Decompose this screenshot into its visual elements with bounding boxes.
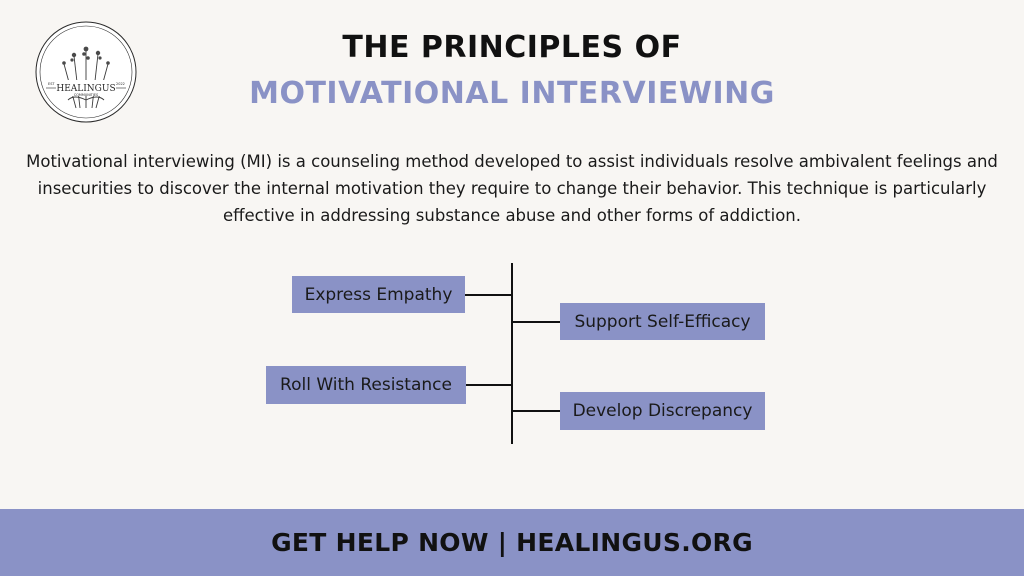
footer-cta-text[interactable]: GET HELP NOW | HEALINGUS.ORG <box>271 528 753 557</box>
footer-banner: GET HELP NOW | HEALINGUS.ORG <box>0 509 1024 576</box>
node-roll-with-resistance: Roll With Resistance <box>266 366 466 404</box>
node-develop-discrepancy: Develop Discrepancy <box>560 392 765 430</box>
logo-left-mark: EST <box>48 82 55 86</box>
node-express-empathy: Express Empathy <box>292 276 465 313</box>
logo-emblem: EST 2022 HEALINGUS COMMUNITIES <box>35 21 137 123</box>
logo-sub-text: COMMUNITIES <box>74 93 98 97</box>
intro-paragraph: Motivational interviewing (MI) is a coun… <box>26 152 998 225</box>
node-support-self-efficacy: Support Self-Efficacy <box>560 303 765 340</box>
page-title-line2: MOTIVATIONAL INTERVIEWING <box>249 76 775 111</box>
page-title-line1: THE PRINCIPLES OF <box>342 30 682 65</box>
logo-right-mark: 2022 <box>116 82 125 86</box>
healingus-logo: EST 2022 HEALINGUS COMMUNITIES <box>34 20 138 124</box>
logo-brand-text: HEALINGUS <box>56 84 115 94</box>
